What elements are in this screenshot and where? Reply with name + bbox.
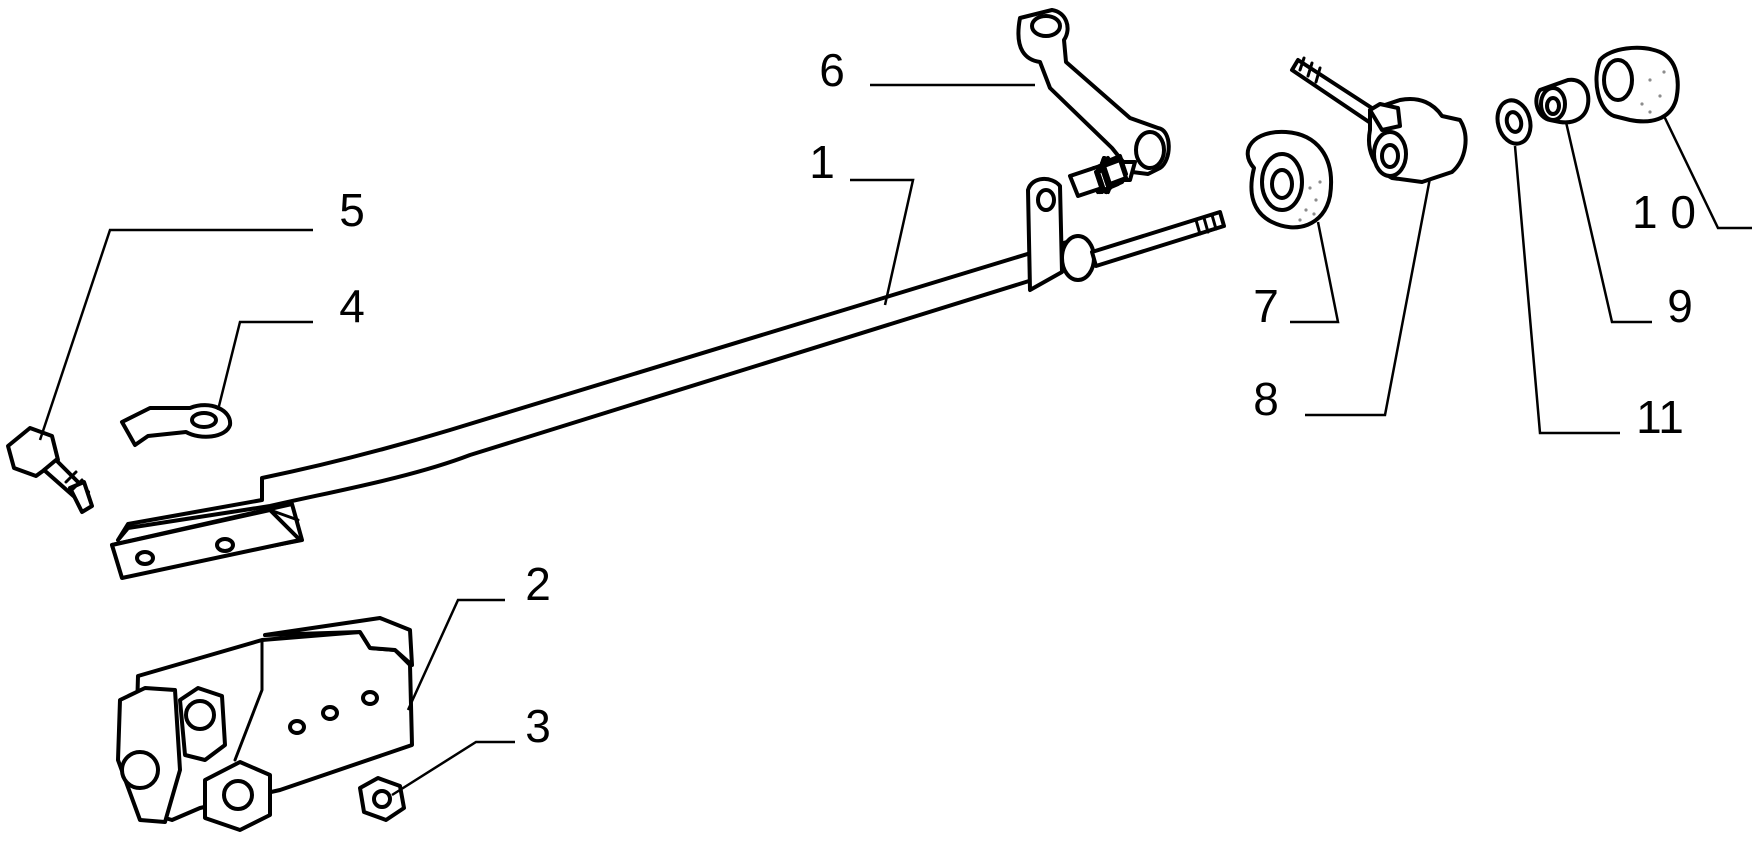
leader-2 [406, 598, 505, 711]
part-8-rod-end [1290, 56, 1468, 184]
leader-9 [1564, 121, 1652, 324]
part-10-cap [1594, 45, 1680, 124]
leader-5 [38, 228, 313, 441]
leader-3 [391, 740, 515, 797]
leader-8 [1305, 177, 1432, 417]
callout-10: 1 0 [1632, 186, 1696, 238]
leader-11 [1513, 145, 1620, 435]
part-5-bolt [6, 426, 94, 514]
callout-6: 6 [819, 44, 845, 96]
part-2-clamp-joint [116, 616, 414, 832]
part-11-washer [1495, 98, 1533, 146]
part-4-lock-tab [120, 403, 233, 447]
leader-10 [1662, 115, 1752, 230]
callout-9: 9 [1667, 280, 1693, 332]
callout-2: 2 [525, 558, 551, 610]
leader-4 [216, 320, 313, 411]
callout-labels: 1 2 3 4 5 6 7 8 9 1 0 11 [339, 44, 1696, 752]
part-9-spacer [1534, 77, 1591, 125]
callout-8: 8 [1253, 373, 1279, 425]
callout-3: 3 [525, 700, 551, 752]
callout-11: 11 [1636, 391, 1684, 443]
part-6-lever-ball-joint [1016, 8, 1171, 198]
part-1-shift-rod [110, 177, 1226, 580]
part-7-bushing [1245, 129, 1334, 230]
callout-1: 1 [809, 136, 835, 188]
leader-7 [1290, 221, 1340, 324]
callout-7: 7 [1253, 280, 1279, 332]
part-3-nut [358, 776, 406, 822]
leader-lines [38, 83, 1752, 797]
callout-4: 4 [339, 280, 365, 332]
callout-5: 5 [339, 184, 365, 236]
leader-1 [850, 178, 915, 306]
